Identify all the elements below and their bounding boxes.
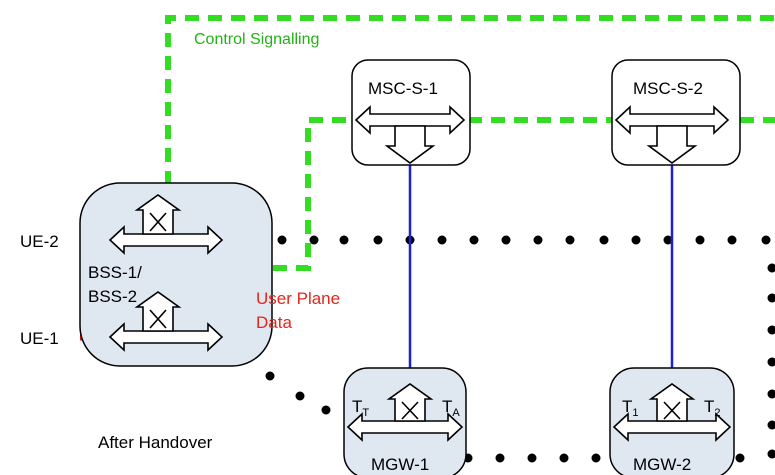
mgw-2-node: T1 T2 MGW-2: [609, 367, 735, 475]
msc-mgw-links: [408, 165, 674, 378]
bss-node: BSS-1/ BSS-2: [79, 182, 273, 367]
mgw-1-t-t-label: TT: [352, 397, 369, 419]
bss-label-line2: BSS-2: [88, 287, 137, 306]
msc-s-1-label: MSC-S-1: [368, 79, 438, 98]
mgw-1-t-a-label: TA: [442, 397, 460, 419]
mgw-2-switch-icon: [612, 383, 732, 442]
mgw-1-label: MGW-1: [371, 455, 429, 474]
ue-1-label: UE-1: [20, 329, 59, 348]
user-plane-label-line2: Data: [256, 313, 292, 332]
control-signalling-path: [165, 15, 775, 271]
mgw-2-t-2-label: T2: [704, 397, 721, 419]
user-plane-label-line1: User Plane: [256, 289, 340, 308]
mgw-2-label: MGW-2: [633, 455, 691, 474]
mgw-1-node: TT TA MGW-1: [343, 367, 467, 475]
mgw-2-t-1-label: T1: [622, 397, 639, 419]
bss-lower-switch-icon: [108, 291, 224, 352]
control-signalling-label: Control Signalling: [194, 31, 319, 48]
msc-s-2-switch-icon: [614, 105, 730, 164]
bss-label-line1: BSS-1/: [88, 263, 142, 282]
msc-s-2-label: MSC-S-2: [633, 79, 703, 98]
mgw-1-switch-icon: [346, 383, 464, 442]
msc-s-2-node: MSC-S-2: [611, 59, 741, 166]
msc-s-1-switch-icon: [354, 105, 466, 164]
after-handover-label: After Handover: [98, 433, 213, 452]
bss-upper-switch-icon: [108, 194, 224, 255]
ue-2-label: UE-2: [20, 232, 59, 251]
msc-s-1-node: MSC-S-1: [351, 59, 471, 166]
